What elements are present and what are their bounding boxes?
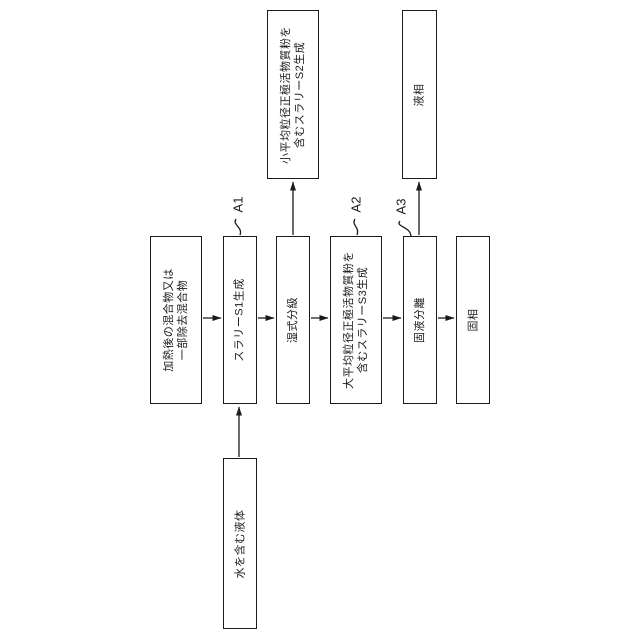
box-heated-mixture: 加熱後の混合物又は 一部除去混合物 — [150, 236, 202, 404]
ref-label-a3: A3 — [393, 198, 409, 215]
box-slurry-s2-label: 小平均粒径正極活物質粉を 含むスラリーS2生成 — [280, 25, 306, 164]
box-wet-classification: 湿式分級 — [276, 236, 310, 404]
box-water-containing-liquid: 水を含む液体 — [223, 458, 257, 629]
box-slurry-s3-label: 大平均粒径正極活物質粉を 含むスラリーS3生成 — [343, 251, 369, 389]
ref-label-a1: A1 — [230, 196, 246, 213]
box-slurry-s3: 大平均粒径正極活物質粉を 含むスラリーS3生成 — [330, 236, 382, 404]
box-solid-liquid-separation-label: 固液分離 — [414, 297, 426, 343]
box-solid-phase: 固相 — [456, 236, 490, 404]
box-slurry-s1: スラリーS1生成 — [223, 236, 257, 404]
box-heated-mixture-label: 加熱後の混合物又は 一部除去混合物 — [163, 268, 189, 372]
leader-a2 — [353, 218, 359, 236]
box-slurry-s1-label: スラリーS1生成 — [234, 278, 246, 362]
ref-label-a2: A2 — [348, 196, 364, 213]
leader-a3 — [398, 220, 412, 237]
box-slurry-s2: 小平均粒径正極活物質粉を 含むスラリーS2生成 — [267, 10, 319, 179]
box-solid-phase-label: 固相 — [467, 308, 479, 332]
box-wet-classification-label: 湿式分級 — [287, 297, 299, 343]
box-liquid-phase-label: 液相 — [413, 83, 426, 106]
leader-a1 — [234, 218, 242, 236]
box-water-containing-liquid-label: 水を含む液体 — [234, 509, 246, 578]
box-liquid-phase: 液相 — [402, 10, 437, 179]
box-solid-liquid-separation: 固液分離 — [403, 236, 437, 404]
